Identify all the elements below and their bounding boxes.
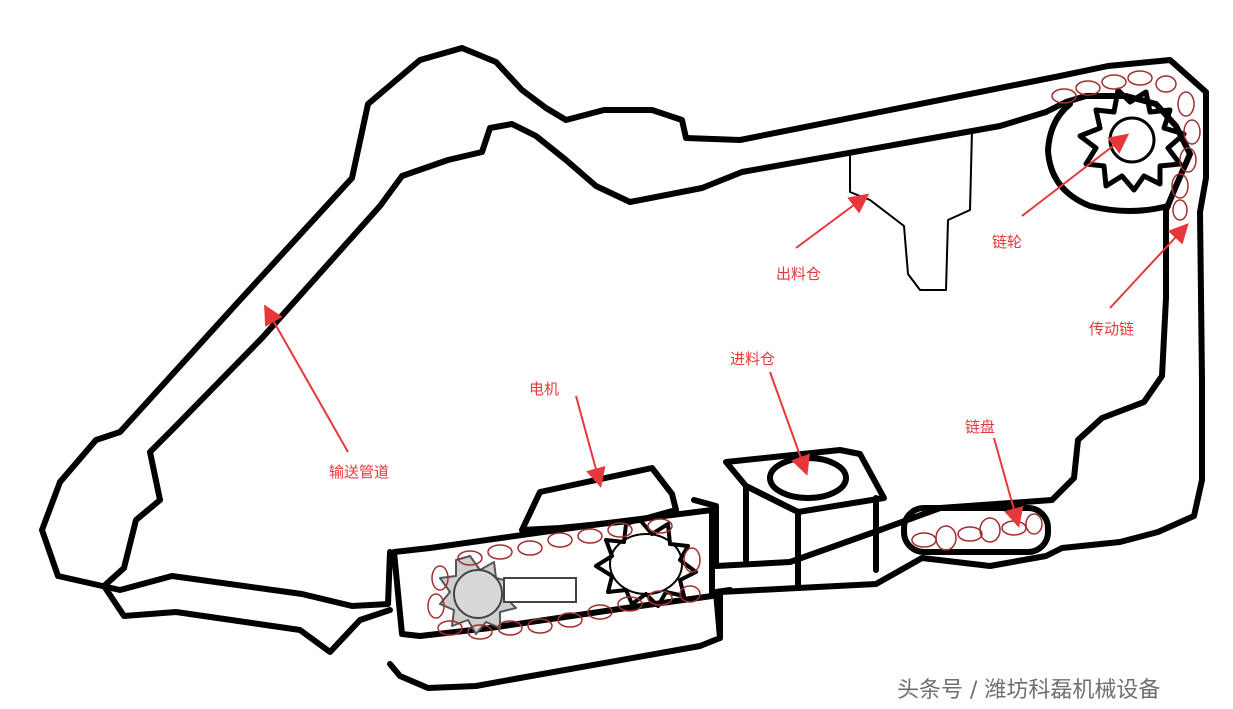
arrow-motor	[575, 395, 606, 488]
outlet-bin	[849, 129, 973, 291]
drive-chain-upper	[1051, 70, 1201, 221]
label-motor: 电机	[529, 380, 560, 398]
arrow-drive-chain	[1109, 223, 1189, 309]
chain-disc-links	[911, 513, 1043, 551]
drive-chain-lower	[427, 518, 701, 640]
arrow-sprocket	[1021, 133, 1130, 217]
arrow-outlet-bin	[795, 193, 870, 249]
label-inlet-bin: 进料仓	[730, 350, 776, 368]
label-conveyor-pipe: 输送管道	[329, 463, 390, 481]
label-chain-disc: 链盘	[965, 418, 996, 436]
label-outlet-bin: 出料仓	[776, 265, 822, 283]
inlet-hopper-legs	[743, 483, 879, 591]
inlet-opening	[767, 455, 849, 501]
sprocket-housing	[1045, 101, 1171, 214]
pipe-outer-wall	[39, 45, 1209, 691]
label-drive-chain: 传动链	[1089, 320, 1135, 338]
pipe-inner-wall	[101, 93, 1193, 655]
label-sprocket: 链轮	[992, 233, 1023, 251]
drive-housing	[391, 507, 715, 639]
arrow-chain-disc	[993, 437, 1024, 528]
driven-gear	[439, 555, 577, 635]
watermark: 头条号 / 潍坊科磊机械设备	[897, 678, 1161, 703]
motor-gear	[594, 518, 698, 608]
pipe-bottom-segment	[713, 587, 733, 641]
chain-disc-housing	[901, 505, 1051, 555]
arrow-inlet-bin	[769, 371, 810, 476]
sprocket-gear	[1077, 87, 1187, 193]
arrow-conveyor-pipe	[264, 304, 349, 453]
